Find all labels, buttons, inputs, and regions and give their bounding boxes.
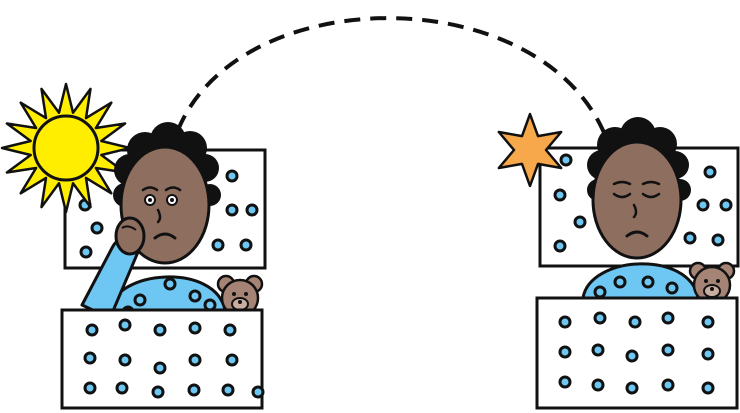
polka-dot (713, 235, 723, 245)
polka-dot (190, 355, 200, 365)
polka-dot (253, 387, 263, 397)
polka-dot (135, 295, 145, 305)
polka-dot (227, 171, 237, 181)
left-hand (116, 218, 144, 254)
left-panel (2, 84, 265, 408)
polka-dot (593, 345, 603, 355)
polka-dot (81, 247, 91, 257)
polka-dot (153, 387, 163, 397)
polka-dot (155, 325, 165, 335)
right-panel (499, 114, 738, 408)
polka-dot (213, 240, 223, 250)
polka-dot (155, 363, 165, 373)
polka-dot (189, 385, 199, 395)
polka-dot (225, 325, 235, 335)
polka-dot (120, 320, 130, 330)
polka-dot (627, 351, 637, 361)
polka-dot (165, 279, 175, 289)
polka-dot (663, 313, 673, 323)
polka-dot (593, 380, 603, 390)
polka-dot (630, 317, 640, 327)
polka-dot (120, 355, 130, 365)
polka-dot (575, 217, 585, 227)
polka-dot (705, 167, 715, 177)
polka-dot (667, 283, 677, 293)
polka-dot (117, 383, 127, 393)
polka-dot (87, 325, 97, 335)
polka-dot (247, 205, 257, 215)
polka-dot (85, 383, 95, 393)
polka-dot (663, 380, 673, 390)
polka-dot (595, 287, 605, 297)
polka-dot (721, 200, 731, 210)
polka-dot (555, 190, 565, 200)
polka-dot (227, 205, 237, 215)
polka-dot (190, 323, 200, 333)
polka-dot (615, 277, 625, 287)
polka-dot (560, 377, 570, 387)
polka-dot (685, 233, 695, 243)
polka-dot (703, 317, 713, 327)
polka-dot (595, 313, 605, 323)
polka-dot (643, 277, 653, 287)
polka-dot (560, 317, 570, 327)
polka-dot (92, 223, 102, 233)
polka-dot (703, 349, 713, 359)
polka-dot (663, 345, 673, 355)
polka-dot (561, 155, 571, 165)
polka-dot (703, 383, 713, 393)
right-face (593, 142, 681, 258)
polka-dot (698, 200, 708, 210)
polka-dot (627, 383, 637, 393)
polka-dot (85, 353, 95, 363)
polka-dot (241, 240, 251, 250)
polka-dot (555, 241, 565, 251)
sun-icon (2, 84, 130, 212)
polka-dot (223, 385, 233, 395)
transition-arc (178, 18, 605, 135)
polka-dot (190, 291, 200, 301)
polka-dot (560, 347, 570, 357)
polka-dot (227, 355, 237, 365)
